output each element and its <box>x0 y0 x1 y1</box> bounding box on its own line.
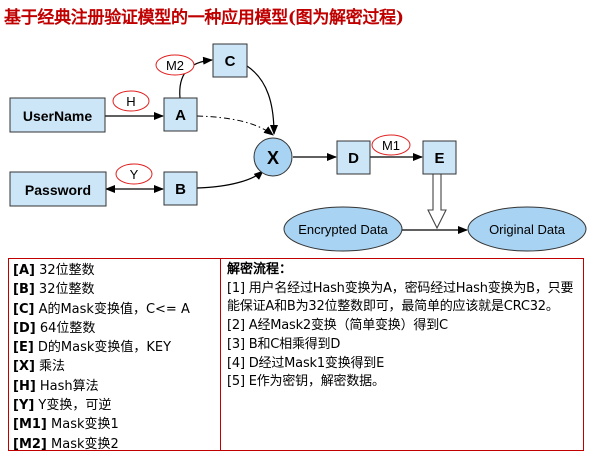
node-username-label: UserName <box>23 108 92 124</box>
label-m1-text: M1 <box>382 138 400 153</box>
process-step-5: [5] E作为密钥，解密数据。 <box>227 374 385 390</box>
legend-panel: [A] 32位整数 [B] 32位整数 [C] A的Mask变换值，C<= A … <box>8 258 584 452</box>
label-y: Y <box>115 163 153 185</box>
process-step-2: [2] A经Mask2变换（简单变换）得到C <box>227 318 448 334</box>
legend-item-y: [Y] Y变换，可逆 <box>13 398 112 414</box>
legend-item-d: [D] 64位整数 <box>13 320 96 336</box>
node-c: C <box>212 43 248 78</box>
label-m2-text: M2 <box>166 58 184 73</box>
node-b-label: B <box>175 181 186 198</box>
legend-item-e: [E] D的Mask变换值，KEY <box>13 340 172 356</box>
page-title: 基于经典注册验证模型的一种应用模型(图为解密过程) <box>4 8 404 28</box>
legend-list: [A] 32位整数 [B] 32位整数 [C] A的Mask变换值，C<= A … <box>9 259 221 452</box>
legend-item-h: [H] Hash算法 <box>13 378 99 394</box>
node-e: E <box>422 140 457 175</box>
edge-c-x <box>246 65 278 135</box>
label-y-text: Y <box>130 167 139 182</box>
legend-item-b: [B] 32位整数 <box>13 282 95 298</box>
node-d: D <box>336 140 371 175</box>
process-step-4: [4] D经过Mask1变换得到E <box>227 355 385 371</box>
process-title: 解密流程： <box>227 262 293 277</box>
node-original-label: Original Data <box>489 222 566 237</box>
node-c-label: C <box>225 53 236 70</box>
hollow-arrow <box>427 172 447 230</box>
node-b: B <box>163 171 198 206</box>
label-h: H <box>112 90 150 112</box>
node-password-label: Password <box>25 182 91 198</box>
node-encrypted-data: Encrypted Data <box>283 206 403 252</box>
label-m2: M2 <box>155 54 195 76</box>
process-description: 解密流程： [1] 用户名经过Hash变换为A，密码经过Hash变换为B，只要能… <box>222 259 583 450</box>
node-original-data: Original Data <box>467 206 587 252</box>
node-username: UserName <box>9 97 106 133</box>
node-d-label: D <box>348 150 359 167</box>
process-step-3: [3] B和C相乘得到D <box>227 336 341 352</box>
legend-item-m2: [M2] Mask变换2 <box>13 436 119 452</box>
edge-a-x-dashed <box>196 115 274 136</box>
node-a: A <box>163 97 198 132</box>
node-e-label: E <box>434 150 444 167</box>
label-m1: M1 <box>371 134 411 156</box>
legend-item-x: [X] 乘法 <box>13 359 66 375</box>
node-a-label: A <box>175 107 186 124</box>
node-password: Password <box>9 171 107 207</box>
flow-diagram: UserName Password A B C D E X Encrypted … <box>9 43 587 252</box>
node-x: X <box>253 137 293 177</box>
node-x-label: X <box>267 148 279 168</box>
edge-b-x <box>196 170 264 189</box>
process-step-1: [1] 用户名经过Hash变换为A，密码经过Hash变换为B，只要能保证A和B为… <box>227 280 574 315</box>
label-h-text: H <box>126 94 135 109</box>
node-encrypted-label: Encrypted Data <box>298 222 388 237</box>
legend-item-c: [C] A的Mask变换值，C<= A <box>13 301 190 317</box>
legend-item-m1: [M1] Mask变换1 <box>13 417 119 433</box>
legend-item-a: [A] 32位整数 <box>13 263 95 278</box>
